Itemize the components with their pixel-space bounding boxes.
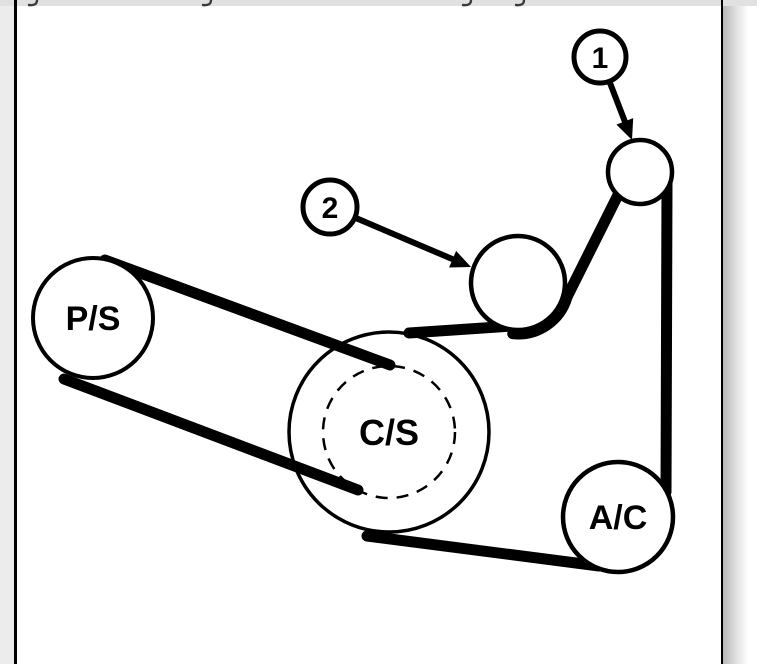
belt-tensioner-to-idler — [561, 189, 624, 303]
belt-cs-to-tensioner — [403, 320, 518, 339]
power-steering-pulley — [31, 256, 155, 380]
callout-2-arrowhead-icon — [449, 250, 471, 268]
page-right-border — [721, 0, 723, 664]
clipped-text-descender — [201, 0, 213, 7]
callout-1-arrow-shaft — [606, 80, 630, 129]
clipped-text-line — [0, 0, 757, 6]
belt-ps-bottom-to-cs — [58, 373, 364, 496]
belt-cs-to-ac — [361, 530, 605, 572]
callout-2-arrow-shaft — [353, 214, 460, 265]
callout-1-arrowhead-icon — [616, 118, 634, 140]
page-left-border — [14, 0, 17, 664]
callout-2-label: 2 — [322, 192, 339, 225]
crankshaft-pulley-label: C/S — [359, 412, 419, 453]
air-conditioning-pulley — [560, 459, 676, 575]
clipped-text-descender — [514, 0, 526, 7]
callout-1-label: 1 — [592, 42, 609, 75]
tensioner-pulley — [468, 233, 568, 333]
callout-2-circle — [300, 177, 360, 237]
air-conditioning-pulley-label: A/C — [589, 499, 648, 537]
idler-pulley — [605, 137, 675, 207]
callout-1-circle — [571, 28, 629, 86]
power-steering-pulley-label: P/S — [66, 300, 121, 338]
crankshaft-pulley-dashed-groove — [321, 364, 457, 500]
belt-wrap-tensioner — [507, 291, 573, 340]
left-gutter — [0, 0, 14, 664]
belt-idler-to-ac — [660, 177, 673, 498]
page-drop-shadow — [723, 0, 757, 664]
clipped-text-descender — [461, 0, 473, 7]
belt-ps-top-to-cs — [99, 254, 396, 371]
clipped-text-descender — [27, 0, 39, 7]
